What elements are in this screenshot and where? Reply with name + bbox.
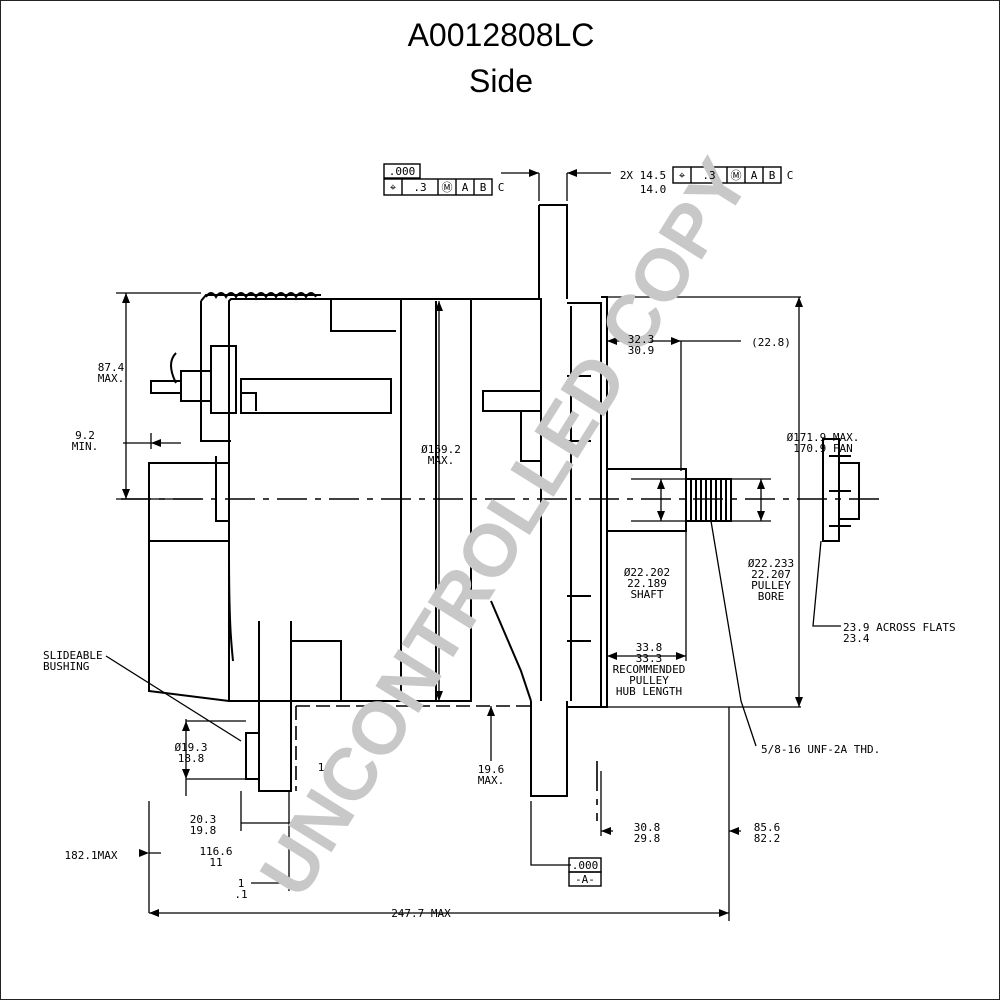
- hub-ref-label: (22.8): [751, 336, 791, 349]
- datum-value-label: .000: [572, 859, 599, 872]
- feature-control-frames: [383, 163, 782, 887]
- pulley-bore-label-line-3: PULLEY: [751, 579, 791, 592]
- pulley-bore-label-line-2: 22.207: [751, 568, 791, 581]
- pulley-hub-length-label-line-3: RECOMMENDED: [613, 663, 686, 676]
- front-dim-b-label-line-1: 85.6: [754, 821, 781, 834]
- fan-diameter-label-line-1: Ø171.9 MAX.: [787, 431, 860, 444]
- fcf-right-cell-4: A: [751, 169, 758, 182]
- mount-gap-label-line-2: MAX.: [478, 774, 505, 787]
- fcf-right-cell-6: C: [787, 169, 794, 182]
- height-max-label-line-2: MAX.: [98, 372, 125, 385]
- bushing-length-label-line-1: 20.3: [190, 813, 217, 826]
- fcf-right-cell-5: B: [769, 169, 776, 182]
- slideable-bushing-label-line-2: BUSHING: [43, 660, 89, 673]
- fcf-left-cell-6: C: [498, 181, 505, 194]
- thread-label: 5/8-16 UNF-2A THD.: [761, 743, 880, 756]
- hub-length-top-label-line-2: 30.9: [628, 344, 655, 357]
- front-dim-a-label-line-2: 29.8: [634, 832, 661, 845]
- fcf-right-cell-3: Ⓜ: [731, 169, 742, 182]
- front-dim-b-label-line-2: 82.2: [754, 832, 781, 845]
- hub-length-top-label-line-1: 32.3: [628, 333, 655, 346]
- part-number-title: A0012808LC: [407, 17, 595, 53]
- shaft-diameter-label-line-2: 22.189: [627, 577, 667, 590]
- pulley-hub-length-label-line-2: 33.3: [636, 652, 663, 665]
- overall-max-label: 182.1MAX: [65, 849, 118, 862]
- pulley-hub-length-label-line-4: PULLEY: [629, 674, 669, 687]
- dimension-arrowheads: [122, 169, 803, 917]
- fcf-left-cell-4: A: [462, 181, 469, 194]
- fcf-right-cell-2: .3: [702, 169, 715, 182]
- fcf-left-cell-5: B: [480, 181, 487, 194]
- housing-diameter-label-line-2: MAX.: [428, 454, 455, 467]
- fcf-right-second-label: 14.0: [640, 183, 667, 196]
- across-flats-label-line-1: 23.9 ACROSS FLATS: [843, 621, 956, 634]
- shaft-diameter-label-line-1: Ø22.202: [624, 566, 670, 579]
- bushing-diameter-label-line-2: 18.8: [178, 752, 205, 765]
- fan-diameter-label-line-2: 170.9 FAN: [793, 442, 853, 455]
- hidden-lines: [295, 705, 531, 791]
- mount-gap-label-line-1: 19.6: [478, 763, 505, 776]
- height-max-label-line-1: 87.4: [98, 361, 125, 374]
- front-dim-a-label-line-1: 30.8: [634, 821, 661, 834]
- pulley-bore-label-line-1: Ø22.233: [748, 557, 794, 570]
- pulley-bore-label-line-4: BORE: [758, 590, 785, 603]
- shaft-diameter-label-line-3: SHAFT: [630, 588, 663, 601]
- across-flats-label-line-2: 23.4: [843, 632, 870, 645]
- terminal-min-label-line-2: MIN.: [72, 440, 99, 453]
- dimension-labels: 87.4MAX.9.2MIN.Ø169.2MAX.32.330.9Ø171.9 …: [43, 165, 956, 920]
- ear-dim-a-label-line-2: 11: [209, 856, 222, 869]
- ear-dim-b-label-line-2: .1: [234, 888, 247, 901]
- slideable-bushing-label-line-1: SLIDEABLE: [43, 649, 103, 662]
- mount-partial-label: 1: [318, 761, 325, 774]
- ear-dim-a-label-line-1: 116.6: [199, 845, 232, 858]
- fcf-left-top-label: .000: [389, 165, 416, 178]
- bushing-length-label-line-2: 19.8: [190, 824, 217, 837]
- centerline: [121, 498, 881, 821]
- pulley-hub-length-label-line-5: HUB LENGTH: [616, 685, 682, 698]
- fcf-right-prefix-label: 2X 14.5: [620, 169, 666, 182]
- housing-diameter-label-line-1: Ø169.2: [421, 443, 461, 456]
- fcf-right-cell-1: ⌖: [679, 169, 685, 182]
- overall-length-label: 247.7 MAX: [391, 907, 451, 920]
- view-title: Side: [468, 63, 534, 99]
- datum-letter-label: -A-: [575, 873, 595, 886]
- fcf-left-cell-3: Ⓜ: [442, 181, 453, 194]
- fcf-left-cell-2: .3: [413, 181, 426, 194]
- fcf-left-cell-1: ⌖: [390, 181, 396, 194]
- terminal-min-label-line-1: 9.2: [75, 429, 95, 442]
- bushing-diameter-label-line-1: Ø19.3: [174, 741, 207, 754]
- ear-dim-b-label-line-1: 1: [238, 877, 245, 890]
- pulley-hub-length-label-line-1: 33.8: [636, 641, 663, 654]
- alternator-outline: [148, 204, 860, 797]
